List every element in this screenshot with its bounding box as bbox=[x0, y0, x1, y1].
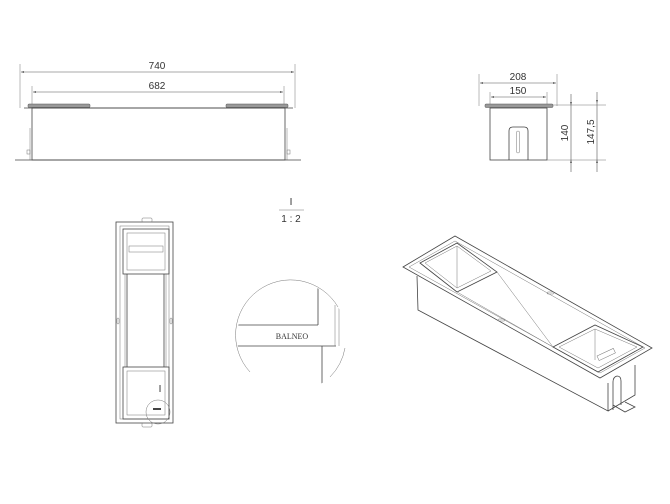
cable-bar bbox=[128, 245, 164, 253]
detail-view: BALNEO bbox=[235, 279, 346, 392]
front-view: 740 682 bbox=[15, 61, 301, 161]
top-rim bbox=[402, 235, 653, 379]
lid-plate-right bbox=[225, 103, 289, 108]
bottom-compartment bbox=[122, 366, 170, 420]
side-view: 208 150 140 147,5 bbox=[478, 72, 606, 172]
dimension-682: 682 bbox=[149, 81, 166, 92]
detail-label: I 1 : 2 bbox=[279, 197, 304, 225]
dimension-740: 740 bbox=[149, 61, 166, 72]
dimension-208: 208 bbox=[510, 72, 527, 83]
dimension-140: 140 bbox=[560, 124, 571, 141]
right-compartment bbox=[552, 324, 644, 373]
detail-marker: I bbox=[159, 384, 162, 395]
brand-text: BALNEO bbox=[276, 332, 309, 341]
lid-plate-left bbox=[27, 103, 91, 108]
detail-id: I bbox=[290, 197, 293, 208]
box-body-front bbox=[31, 107, 286, 161]
isometric-view bbox=[402, 235, 653, 413]
mounting-bracket bbox=[612, 375, 622, 410]
top-view: I bbox=[115, 217, 174, 428]
mounting-slot bbox=[508, 126, 529, 160]
dimension-147-5: 147,5 bbox=[586, 119, 597, 144]
box-body-side bbox=[489, 107, 548, 161]
detail-scale: 1 : 2 bbox=[281, 214, 301, 225]
detail-circle bbox=[145, 399, 171, 425]
dimension-150: 150 bbox=[510, 86, 527, 97]
lid-plate-side bbox=[484, 103, 554, 108]
cable-bar-iso bbox=[596, 348, 616, 361]
top-compartment bbox=[122, 228, 170, 275]
